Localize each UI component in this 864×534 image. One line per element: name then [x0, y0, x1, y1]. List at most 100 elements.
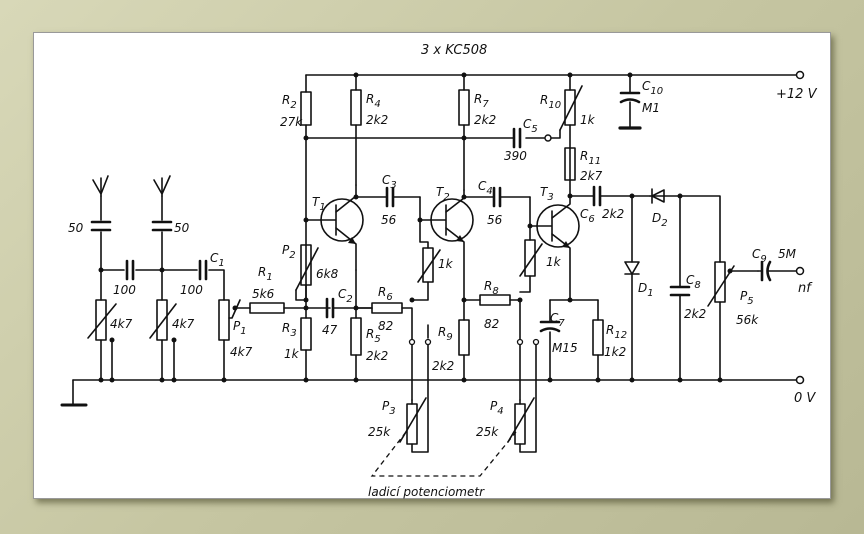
capacitor-c8	[669, 193, 691, 383]
value-trim-pot-t2: 1k	[438, 257, 454, 271]
value-cap-mid: 100	[113, 283, 136, 297]
antenna-2	[153, 175, 171, 197]
resistor-r9	[458, 297, 470, 383]
value-pot-a: 4k7	[110, 317, 133, 331]
designator-p5: P5	[740, 289, 754, 307]
value-r1: 5k6	[252, 287, 275, 301]
capacitor-c7	[539, 299, 561, 383]
svg-text:P2: P2	[282, 243, 296, 261]
value-c9: 5M	[778, 247, 797, 261]
ground-rail	[60, 375, 805, 407]
designator-c8: C8	[686, 273, 701, 291]
value-r9: 2k2	[432, 359, 454, 373]
designator-r12: R12	[606, 323, 627, 341]
value-cap-antenna-1: 50	[68, 221, 84, 235]
value-p4: 25k	[476, 425, 499, 439]
designator-c6: C6	[580, 207, 595, 225]
value-c8: 2k2	[684, 307, 706, 321]
svg-text:T2: T2	[436, 185, 450, 203]
diode-d2	[649, 188, 721, 263]
trim-pot-1k-t3	[517, 225, 543, 303]
resistor-r8	[463, 294, 521, 401]
svg-text:R8: R8	[484, 279, 499, 297]
designator-r9: R9	[438, 325, 453, 343]
svg-text:C8: C8	[686, 273, 701, 291]
capacitor-c1	[198, 259, 208, 281]
capacitor-c10	[618, 72, 642, 130]
resistor-r4	[350, 72, 362, 186]
svg-text:R1: R1	[258, 265, 273, 283]
designator-p2: P2	[282, 243, 296, 261]
tuning-caption: ladicí potenciometr	[368, 485, 485, 499]
svg-text:C7: C7	[550, 311, 565, 329]
value-c4: 56	[487, 213, 503, 227]
value-r6: 82	[378, 319, 393, 333]
value-c6: 2k2	[602, 207, 624, 221]
value-p1: 4k7	[230, 345, 253, 359]
schematic-paper	[33, 32, 831, 499]
value-r10: 1k	[580, 113, 596, 127]
designator-p1: P1	[233, 319, 247, 337]
output-terminal	[795, 266, 805, 276]
designator-c10: C10	[642, 79, 663, 97]
svg-text:P4: P4	[490, 399, 504, 417]
line-r2-r7	[303, 135, 547, 141]
svg-text:R12: R12	[606, 323, 627, 341]
designator-r6: R6	[378, 285, 393, 303]
svg-text:C4: C4	[478, 179, 493, 197]
svg-text:D1: D1	[638, 281, 654, 299]
diagram-title: 3 x KC508	[421, 43, 487, 58]
designator-r2: R2	[282, 93, 297, 111]
resistor-r2	[300, 74, 312, 301]
designator-c1: C1	[210, 251, 225, 269]
value-c3: 56	[381, 213, 397, 227]
designator-r11: R11	[580, 149, 601, 167]
plus-12v-rail	[305, 70, 805, 80]
svg-text:P3: P3	[382, 399, 396, 417]
antenna-1	[92, 175, 109, 197]
svg-text:R2: R2	[282, 93, 297, 111]
svg-text:R11: R11	[580, 149, 601, 167]
value-r11: 2k7	[580, 169, 603, 183]
value-r7: 2k2	[474, 113, 496, 127]
designator-c5: C5	[523, 117, 538, 135]
value-c2: 47	[322, 323, 338, 337]
svg-text:R6: R6	[378, 285, 393, 303]
designator-r10: R10	[540, 93, 561, 111]
output-label: nf	[798, 281, 813, 296]
emitter-t3-network	[549, 297, 599, 303]
resistor-r11	[564, 147, 576, 199]
value-p3: 25k	[368, 425, 391, 439]
pot-p2	[295, 244, 319, 303]
resistor-r6	[355, 302, 413, 401]
capacitor-c3	[353, 186, 421, 208]
designator-t1: T1	[312, 195, 326, 213]
value-r8: 82	[484, 317, 499, 331]
svg-text:C5: C5	[523, 117, 538, 135]
value-trim-pot-t3: 1k	[546, 255, 562, 269]
designator-r8: R8	[484, 279, 499, 297]
designator-r7: R7	[474, 92, 489, 110]
svg-text:C1: C1	[210, 251, 225, 269]
value-r3: 1k	[284, 347, 300, 361]
value-r12: 1k2	[604, 345, 626, 359]
svg-text:C10: C10	[642, 79, 663, 97]
value-pot-b: 4k7	[172, 317, 195, 331]
capacitor-100-mid	[125, 259, 135, 281]
resistor-r1	[234, 302, 331, 314]
resistor-r12	[592, 299, 604, 383]
svg-text:P1: P1	[233, 319, 247, 337]
designator-p4: P4	[490, 399, 504, 417]
input-wires	[98, 195, 227, 383]
tuning-pot-p3	[399, 324, 432, 453]
pot-4k7-a	[87, 299, 117, 343]
resistor-r7	[458, 72, 470, 191]
designator-c9: C9	[752, 247, 767, 265]
svg-text:C3: C3	[382, 173, 397, 191]
svg-text:R4: R4	[366, 92, 381, 110]
svg-text:R5: R5	[366, 327, 381, 345]
svg-text:D2: D2	[652, 211, 668, 229]
transistor-t2	[417, 189, 474, 301]
value-p2: 6k8	[316, 267, 339, 281]
